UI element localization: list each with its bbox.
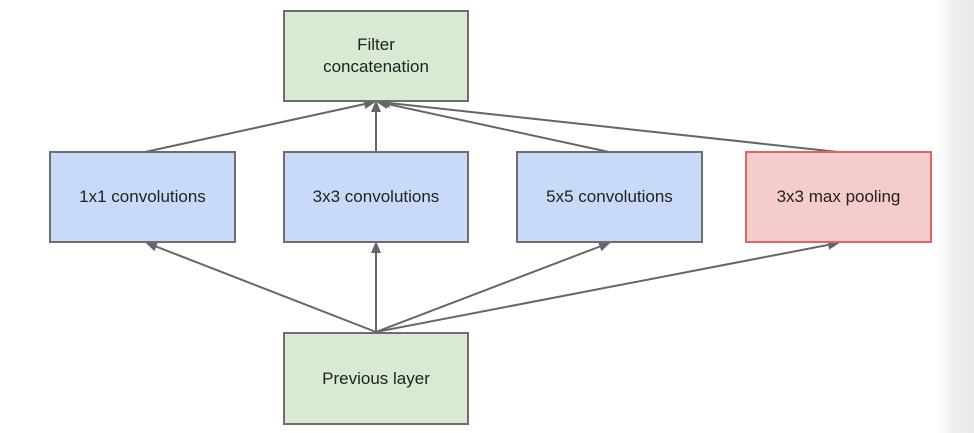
arrow-previous-to-1x1 [145,241,377,333]
conv-5x5-box: 5x5 convolutions [516,151,703,243]
filter-concatenation-label: Filter concatenation [323,35,429,76]
arrow-5x5-to-concat [376,99,610,153]
conv-3x3-box: 3x3 convolutions [283,151,469,243]
arrow-1x1-to-concat [144,99,376,153]
arrow-previous-to-5x5 [375,241,611,333]
arrow-previous-to-maxpool [375,239,840,333]
arrow-maxpool-to-concat [378,98,839,153]
previous-layer-label: Previous layer [322,368,430,388]
max-pooling-3x3-label: 3x3 max pooling [776,187,901,206]
conv-3x3-label: 3x3 convolutions [312,187,440,206]
conv-1x1-label: 1x1 convolutions [79,187,206,206]
right-edge-shade [938,0,974,433]
max-pooling-3x3-box: 3x3 max pooling [745,151,932,243]
filter-concatenation-box: Filter concatenation [283,10,469,102]
previous-layer-box: Previous layer [283,332,469,425]
conv-5x5-label: 5x5 convolutions [546,187,673,206]
conv-1x1-box: 1x1 convolutions [49,151,236,243]
